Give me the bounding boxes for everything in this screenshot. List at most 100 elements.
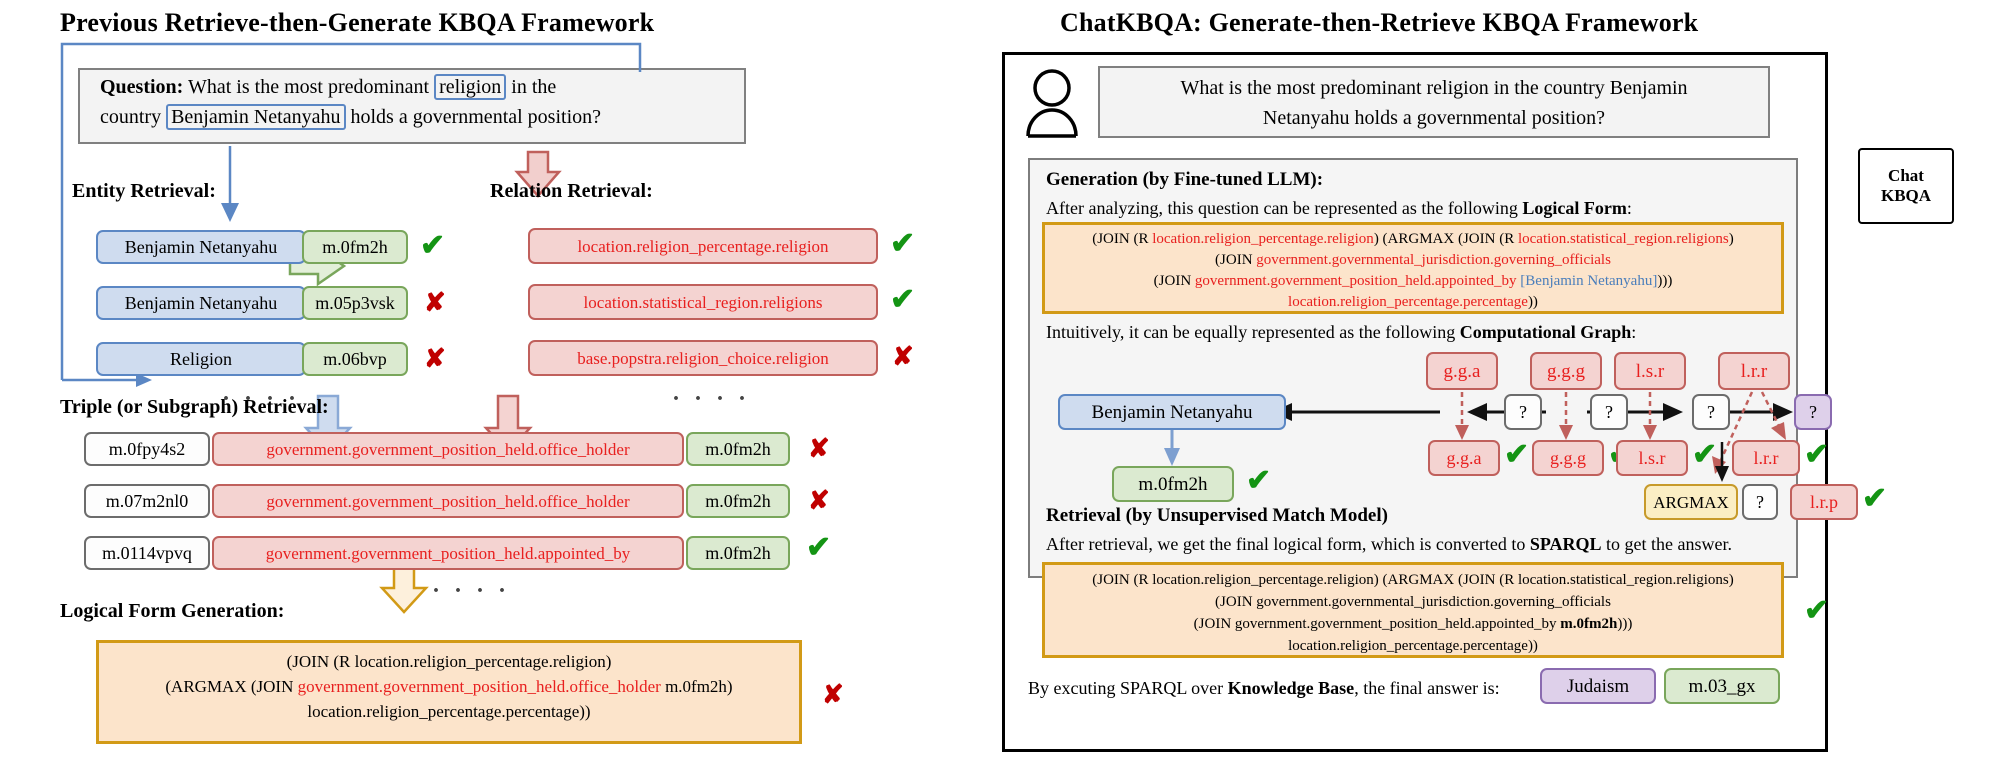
relation-0: location.religion_percentage.religion [528, 228, 878, 264]
question-line1-post: in the [506, 76, 557, 98]
answer-mid: m.03_gx [1664, 668, 1780, 704]
triple-mark-0: ✘ [808, 434, 830, 463]
retrieval-intro-post: to get the answer. [1601, 534, 1732, 554]
relation-mark-2: ✘ [892, 342, 914, 371]
gen-lf-line-1: (JOIN (R location.religion_percentage.re… [1051, 229, 1775, 250]
gen-lf-l2-r: government.governmental_jurisdiction.gov… [1256, 252, 1611, 268]
graph-argmax-variable: ? [1742, 484, 1778, 520]
ret-lf-line-1: (JOIN (R location.religion_percentage.re… [1092, 572, 1734, 588]
lf-line-2-pre: (ARGMAX (JOIN [165, 677, 298, 696]
graph-top-relation-0: g.g.a [1426, 352, 1498, 390]
retrieval-logical-form-mark: ✔ [1804, 594, 1830, 627]
triple-mark-2: ✔ [806, 531, 832, 564]
triple-subject-0: m.0fpy4s2 [84, 432, 210, 466]
entity-ellipsis: · · · · [222, 386, 301, 412]
question-label: Question: [100, 76, 184, 98]
retrieval-heading: Retrieval (by Unsupervised Match Model) [1046, 505, 1388, 526]
retrieval-intro: After retrieval, we get the final logica… [1046, 532, 1732, 556]
graph-bottom-relation-0: g.g.a [1428, 440, 1500, 476]
graph-argmax-node: ARGMAX [1644, 484, 1738, 520]
graph-bottom-relation-3: l.r.r [1732, 440, 1800, 476]
retrieval-intro-bold: SPARQL [1529, 534, 1602, 554]
generation-intro: After analyzing, this question can be re… [1046, 196, 1632, 220]
gen-lf-l1-b: ) (ARGMAX (JOIN (R [1373, 231, 1518, 247]
graph-entity-mid: m.0fm2h [1112, 466, 1234, 502]
relation-ellipsis: · · · · [672, 386, 751, 412]
gen-lf-line-4: location.religion_percentage.percentage)… [1051, 292, 1775, 313]
graph-bottom-relation-1: g.g.g [1532, 440, 1604, 476]
relation-1: location.statistical_region.religions [528, 284, 878, 320]
entity-mark-2: ✘ [424, 344, 446, 373]
user-question-line-1: What is the most predominant religion in… [1180, 77, 1688, 99]
triple-subject-1: m.07m2nl0 [84, 484, 210, 518]
relation-mark-1: ✔ [890, 283, 916, 316]
previous-framework-panel: Previous Retrieve-then-Generate KBQA Fra… [0, 0, 980, 769]
generation-logical-form-box: (JOIN (R location.religion_percentage.re… [1042, 222, 1784, 314]
question-text: Question: What is the most predominant r… [100, 72, 740, 132]
triple-mark-1: ✘ [808, 486, 830, 515]
generation-intro-post: : [1626, 198, 1632, 218]
ret-lf-line-3: (JOIN government.government_position_hel… [1051, 613, 1775, 635]
relation-2: base.popstra.religion_choice.religion [528, 340, 878, 376]
chatkbqa-framework-panel: ChatKBQA: Generate-then-Retrieve KBQA Fr… [980, 0, 2012, 769]
gen-lf-l4-b: )) [1527, 294, 1538, 310]
gen-lf-l1-r2: location.statistical_region.religions [1517, 231, 1729, 247]
graph-bottom-mark-0: ✔ [1504, 438, 1530, 471]
left-logical-form-mark: ✘ [822, 680, 844, 709]
graph-entity-mid-mark: ✔ [1246, 464, 1272, 497]
question-highlight-religion: religion [434, 74, 507, 100]
lf-line-2-relation: government.government_position_held.offi… [297, 677, 661, 696]
right-panel-title: ChatKBQA: Generate-then-Retrieve KBQA Fr… [1060, 8, 1699, 37]
gen-lf-l3-b: ))) [1657, 273, 1673, 289]
graph-bottom-mark-4: ✔ [1804, 438, 1830, 471]
generation-heading: Generation (by Fine-tuned LLM): [1046, 169, 1324, 190]
graph-intro-bold: Computational Graph [1459, 322, 1632, 342]
entity-retrieval-label: Entity Retrieval: [72, 180, 216, 202]
retrieval-logical-form-box: (JOIN (R location.religion_percentage.re… [1042, 562, 1784, 658]
graph-bottom-relation-lrp: l.r.p [1790, 484, 1858, 520]
ret-lf-l3-bold: m.0fm2h [1560, 616, 1618, 632]
gen-lf-l4-r: location.religion_percentage.percentage [1288, 294, 1528, 310]
question-line2-post: holds a governmental position? [345, 106, 602, 128]
graph-intro-pre: Intuitively, it can be equally represent… [1046, 322, 1460, 342]
gen-lf-l3-a: (JOIN [1153, 273, 1195, 289]
badge-line-2: KBQA [1880, 186, 1932, 205]
graph-bottom-mark-2: ✔ [1692, 438, 1718, 471]
answer-text-bold: Knowledge Base [1227, 678, 1355, 698]
entity-mid-0: m.0fm2h [302, 230, 408, 264]
question-highlight-entity: Benjamin Netanyahu [166, 104, 346, 130]
lf-line-1: (JOIN (R location.religion_percentage.re… [286, 652, 612, 671]
graph-variable-2: ? [1692, 394, 1730, 430]
graph-entity-node: Benjamin Netanyahu [1058, 394, 1286, 430]
question-line1-pre: What is the most predominant [187, 76, 435, 98]
graph-bottom-mark-3: ✔ [1862, 482, 1888, 515]
answer-text: By excuting SPARQL over Knowledge Base, … [1028, 676, 1500, 700]
gen-lf-l1-a: (JOIN (R [1092, 231, 1153, 247]
graph-top-relation-2: l.s.r [1614, 352, 1686, 390]
gen-lf-line-2: (JOIN government.governmental_jurisdicti… [1051, 250, 1775, 271]
entity-name-2: Religion [96, 342, 306, 376]
badge-line-1: Chat [1888, 166, 1924, 185]
triple-retrieval-label: Triple (or Subgraph) Retrieval: [60, 396, 329, 418]
graph-top-relation-1: g.g.g [1530, 352, 1602, 390]
ret-lf-l3-a: (JOIN government.government_position_hel… [1193, 616, 1561, 632]
graph-variable-3: ? [1794, 394, 1832, 430]
answer-entity: Judaism [1540, 668, 1656, 704]
gen-lf-l2-a: (JOIN [1215, 252, 1257, 268]
entity-name-0: Benjamin Netanyahu [96, 230, 306, 264]
entity-mid-1: m.05p3vsk [302, 286, 408, 320]
generation-intro-pre: After analyzing, this question can be re… [1046, 198, 1523, 218]
triple-relation-2: government.government_position_held.appo… [212, 536, 684, 570]
answer-text-post: , the final answer is: [1354, 678, 1500, 698]
entity-mark-1: ✘ [424, 288, 446, 317]
entity-mark-0: ✔ [420, 229, 446, 262]
gen-lf-line-3: (JOIN government.government_position_hel… [1051, 271, 1775, 292]
graph-intro: Intuitively, it can be equally represent… [1046, 320, 1636, 344]
triple-relation-1: government.government_position_held.offi… [212, 484, 684, 518]
gen-lf-l1-r1: location.religion_percentage.religion [1152, 231, 1374, 247]
lf-line-2: (ARGMAX (JOIN government.government_posi… [107, 674, 791, 699]
user-question-line-2: Netanyahu holds a governmental position? [1262, 107, 1606, 129]
triple-object-2: m.0fm2h [686, 536, 790, 570]
lf-line-2-post: m.0fm2h) [660, 677, 733, 696]
ret-lf-line-2: (JOIN government.governmental_jurisdicti… [1215, 594, 1611, 610]
